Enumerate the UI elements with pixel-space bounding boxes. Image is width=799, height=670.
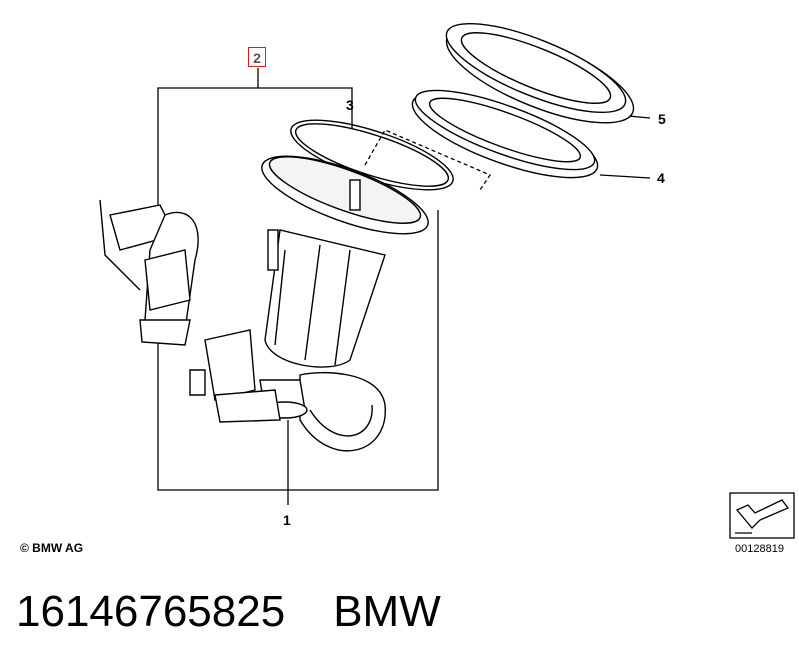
seal-ring — [411, 89, 599, 179]
brand-name: BMW — [333, 587, 441, 636]
callout-5: 5 — [658, 111, 666, 127]
locking-ring — [445, 22, 635, 124]
callout-3: 3 — [346, 97, 354, 113]
group-bracket-bottom — [157, 210, 439, 491]
level-sensor — [99, 199, 199, 346]
part-number: 16146765825 — [16, 587, 286, 636]
callout-1: 1 — [283, 512, 291, 528]
copyright-text: © BMW AG — [20, 541, 84, 555]
callout-2: 2 — [248, 47, 266, 67]
callout-4: 4 — [657, 170, 665, 186]
arrow-view-icon — [729, 492, 795, 539]
part-caption: 16146765825 BMW — [16, 586, 441, 638]
diagram-reference-number: 00128819 — [735, 543, 784, 555]
fuel-pump — [189, 155, 429, 452]
